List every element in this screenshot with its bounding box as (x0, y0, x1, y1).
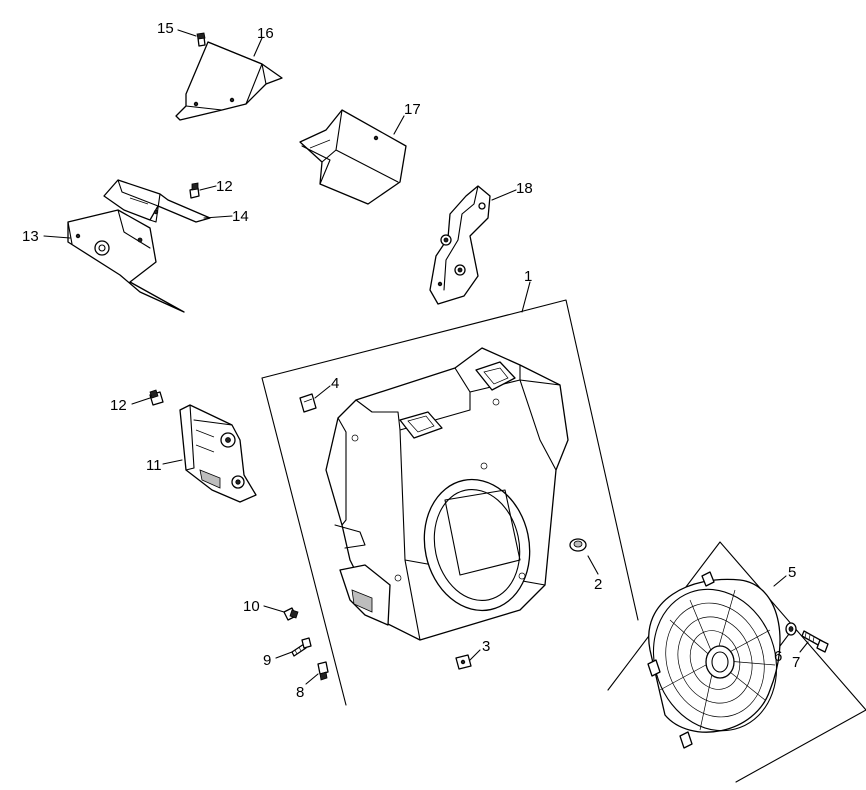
callout-4: 4 (331, 375, 339, 392)
screw-12-lower (149, 389, 164, 406)
callout-8: 8 (296, 684, 304, 701)
screw-10 (283, 607, 299, 621)
housing-group-frame (261, 299, 639, 706)
fitting-8 (317, 661, 329, 681)
leader-lines (43, 29, 809, 685)
nut-clip (455, 654, 472, 670)
callout-16: 16 (257, 25, 274, 42)
callout-6: 6 (774, 648, 782, 665)
callout-14: 14 (232, 208, 249, 225)
callout-12-lower: 12 (110, 397, 127, 414)
callout-2: 2 (594, 576, 602, 593)
upper-bracket (103, 179, 211, 223)
callout-5: 5 (788, 564, 796, 581)
fan-guard (607, 541, 866, 783)
callout-12-upper: 12 (216, 178, 233, 195)
lower-shroud (67, 209, 185, 313)
bolt-7 (801, 630, 829, 653)
callout-1: 1 (524, 268, 532, 285)
washer (785, 622, 797, 636)
plug-grommet (569, 538, 587, 552)
callout-11: 11 (146, 457, 162, 474)
callout-9: 9 (263, 652, 271, 669)
callout-3: 3 (482, 638, 490, 655)
screw-12-upper (189, 182, 200, 199)
bracket-18 (429, 185, 491, 305)
side-baffle-bracket (179, 404, 257, 503)
callout-10: 10 (243, 598, 260, 615)
callout-13: 13 (22, 228, 39, 245)
top-shield (175, 41, 283, 121)
screw-15 (196, 32, 206, 47)
speed-nut (299, 393, 317, 413)
callout-labels: 1 2 3 4 5 6 7 8 9 10 11 12 12 13 14 15 1… (22, 20, 800, 701)
callout-15: 15 (157, 20, 174, 37)
air-duct (299, 109, 407, 205)
callout-7: 7 (792, 654, 800, 671)
screw-9 (291, 637, 312, 657)
callout-18: 18 (516, 180, 533, 197)
callout-17: 17 (404, 101, 421, 118)
blower-housing (325, 347, 569, 641)
